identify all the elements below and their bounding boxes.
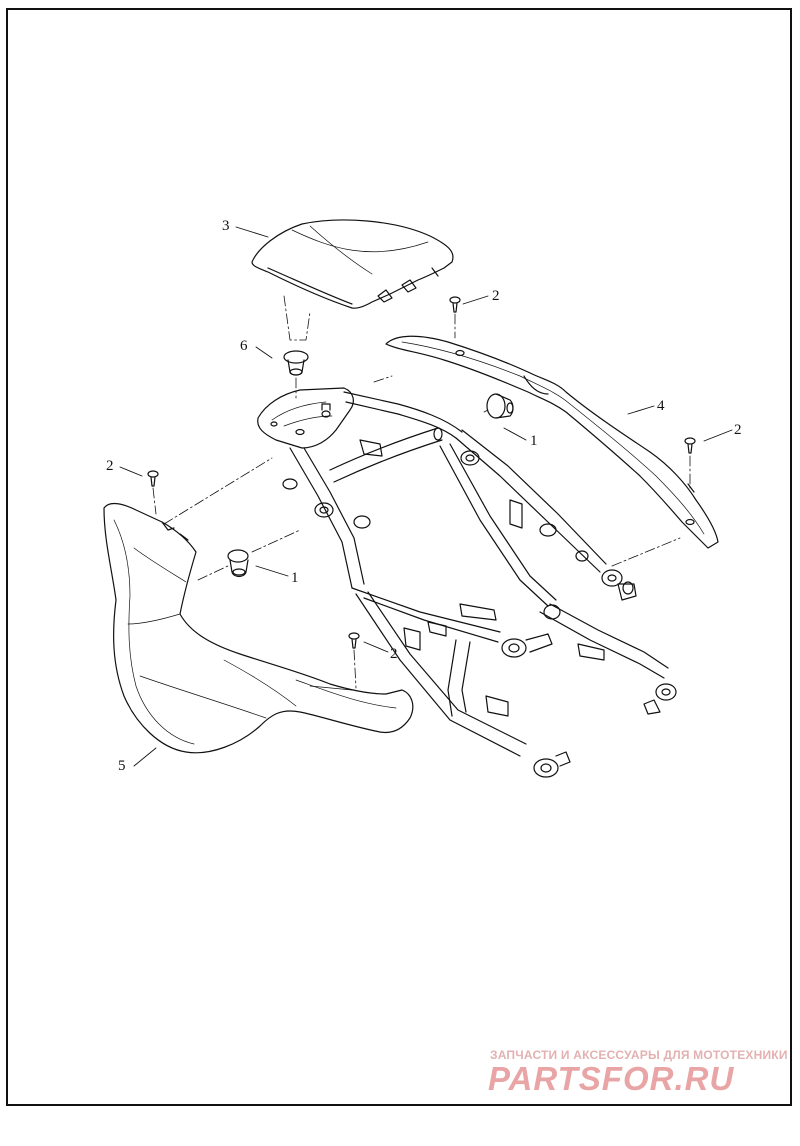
frame-mount-upper-right [601,569,637,601]
callout-5: 5 [118,758,126,774]
callout-labels: 3 6 2 4 2 1 2 1 2 5 [106,218,742,774]
assembly-lines [152,295,691,689]
watermark-logo: PARTSFOR.RU [488,1060,735,1097]
part-2-screw-c [147,470,159,487]
leader-lines [119,226,733,767]
rear-subframe [257,387,677,778]
drawing-frame [6,8,792,1106]
part-1-rubber-bush-upper [486,393,514,419]
part-3-seat-cowl [251,219,454,309]
frame-mount-lower-right [643,683,677,715]
watermark-tagline: ЗАПЧАСТИ И АКСЕССУАРЫ ДЛЯ МОТОТЕХНИКИ [490,1048,788,1062]
callout-6: 6 [240,338,248,354]
callout-1-lower: 1 [291,570,299,586]
part-4-side-rail [385,335,719,549]
callout-3: 3 [222,218,230,234]
callout-2-right: 2 [734,422,742,438]
frame-mount-mid [501,604,561,658]
callout-2-left: 2 [106,458,114,474]
frame-mount-lower-left [533,751,571,778]
callout-4: 4 [657,398,665,414]
part-1-rubber-bush-lower [227,549,249,578]
part-5-side-cover [103,502,414,754]
callout-2-bottom: 2 [390,646,398,662]
callout-1-upper: 1 [530,433,538,449]
callout-2-top: 2 [492,288,500,304]
part-2-screw-d [348,632,360,649]
part-2-screw-a [449,296,461,313]
part-6-grommet [283,350,309,376]
part-2-screw-b [684,437,696,454]
